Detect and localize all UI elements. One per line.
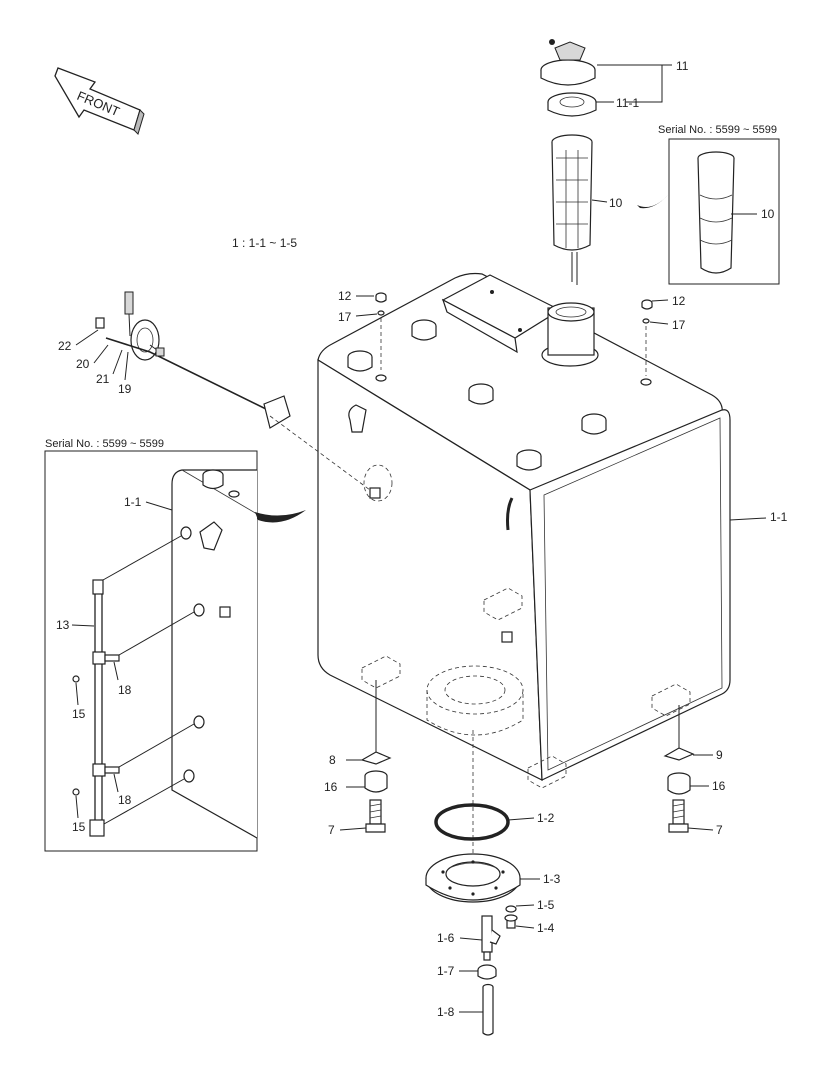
label-12-left: 12 (338, 289, 352, 303)
label-1-1-left: 1-1 (124, 495, 142, 509)
inset-top-part-label: 10 (761, 207, 775, 221)
label-15-lower: 15 (72, 820, 86, 834)
label-15-upper: 15 (72, 707, 86, 721)
mount-left (360, 680, 392, 833)
label-18-upper: 18 (118, 683, 132, 697)
label-1-8: 1-8 (437, 1005, 455, 1019)
note-label: 1 : 1-1 ~ 1-5 (232, 236, 297, 250)
label-9: 9 (716, 748, 723, 762)
label-1-3: 1-3 (543, 872, 561, 886)
inset-left-pointer-icon (255, 510, 306, 523)
label-22: 22 (58, 339, 72, 353)
label-7-right: 7 (716, 823, 723, 837)
label-11-1: 11-1 (616, 96, 639, 110)
label-12-right: 12 (672, 294, 686, 308)
bolt-washer (504, 905, 518, 929)
label-17-left: 17 (338, 310, 352, 324)
inset-pointer-icon (637, 195, 668, 209)
label-1-5: 1-5 (537, 898, 555, 912)
label-19: 19 (118, 382, 132, 396)
o-ring (434, 803, 510, 841)
front-arrow-icon: FRONT (54, 67, 145, 135)
cap-ring (547, 92, 597, 117)
label-11: 11 (676, 59, 689, 73)
label-1-6: 1-6 (437, 931, 455, 945)
drain-valve (481, 915, 501, 961)
label-8: 8 (329, 753, 336, 767)
fuel-level-sender (95, 291, 291, 429)
label-18-lower: 18 (118, 793, 132, 807)
inset-top-serial: Serial No. : 5599 ~ 5599 (658, 124, 777, 136)
strainer (551, 134, 593, 285)
label-10: 10 (609, 196, 623, 210)
drain-flange (425, 853, 521, 903)
inset-left-serial: Serial No. : 5599 ~ 5599 (45, 438, 164, 450)
hose-clamp (477, 964, 497, 980)
label-13: 13 (56, 618, 70, 632)
drain-hose (482, 983, 494, 1036)
label-1-7: 1-7 (437, 964, 455, 978)
label-21: 21 (96, 372, 110, 386)
inset-level-gauge-serial: Serial No. : 5599 ~ 5599 (44, 438, 258, 852)
label-16-left: 16 (324, 780, 338, 794)
filler-cap (540, 39, 596, 86)
label-1-1-right: 1-1 (770, 510, 788, 524)
plug-12-left (375, 292, 387, 382)
label-17-right: 17 (672, 318, 686, 332)
plug-12-right (640, 299, 653, 386)
label-1-4: 1-4 (537, 921, 555, 935)
fuel-tank (317, 272, 731, 789)
label-7-left: 7 (328, 823, 335, 837)
inset-strainer-serial: Serial No. : 5599 ~ 5599 10 (658, 124, 780, 285)
label-1-2: 1-2 (537, 811, 555, 825)
label-20: 20 (76, 357, 90, 371)
label-16-right: 16 (712, 779, 726, 793)
mount-right (663, 705, 695, 833)
